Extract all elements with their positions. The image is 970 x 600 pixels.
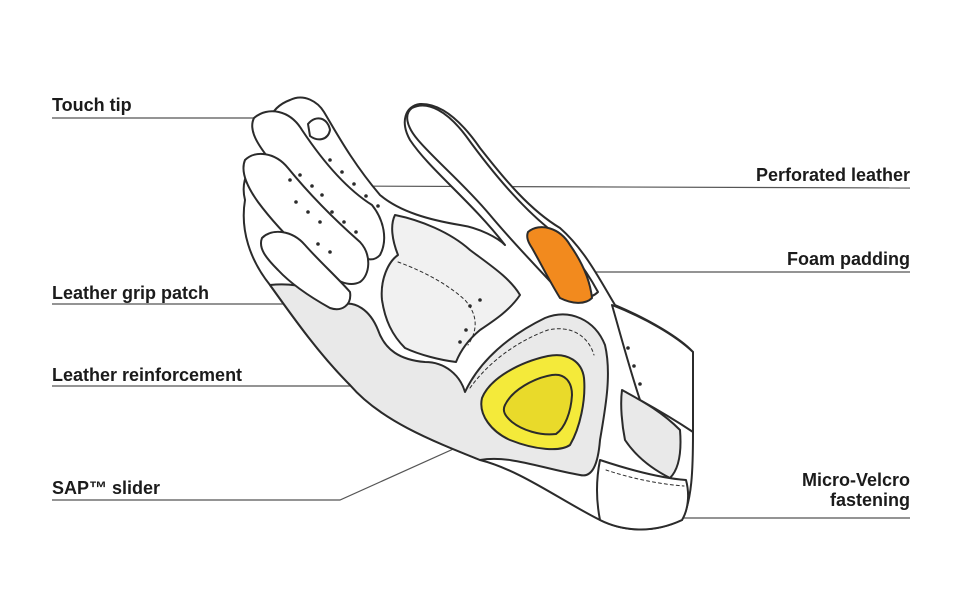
- perforation: [328, 250, 332, 254]
- foam-padding: [526, 226, 593, 304]
- label-micro-velcro-line2: fastening: [829, 490, 910, 510]
- perforation: [352, 182, 356, 186]
- seam-palm: [397, 261, 476, 346]
- touch-tip: [307, 117, 331, 141]
- perforation: [342, 220, 346, 224]
- perforation: [318, 220, 322, 224]
- perforation: [632, 364, 636, 368]
- label-foam-padding: Foam padding: [787, 249, 910, 269]
- wrist-cuff: [611, 304, 694, 433]
- label-micro-velcro-line1: Micro-Velcro: [801, 470, 910, 490]
- label-touch-tip: Touch tip: [52, 95, 132, 115]
- label-micro-velcro: Micro-Velcro fastening: [802, 470, 910, 510]
- seam-cuff: [605, 469, 685, 487]
- sap-slider-inner: [502, 373, 573, 436]
- ring-finger: [260, 230, 352, 311]
- label-perforated-leather: Perforated leather: [755, 165, 910, 185]
- perforation: [320, 193, 324, 197]
- perforation: [310, 184, 314, 188]
- leader-sap-slider: [52, 427, 501, 501]
- cuff-band: [596, 459, 690, 531]
- leader-lines: [52, 117, 911, 519]
- perforation: [376, 204, 380, 208]
- perforation: [468, 304, 472, 308]
- perforation: [330, 210, 334, 214]
- perforation: [458, 340, 462, 344]
- perforation: [478, 298, 482, 302]
- label-sap-slider: SAP™ slider: [52, 478, 161, 498]
- perforation: [306, 210, 310, 214]
- perforation: [638, 382, 642, 386]
- perforation: [288, 178, 292, 182]
- perforation: [328, 158, 332, 162]
- middle-finger: [242, 152, 370, 286]
- label-leather-reinforcement: Leather reinforcement: [52, 365, 243, 385]
- perforation: [364, 194, 368, 198]
- seam-reinforcement: [469, 328, 595, 389]
- grip-patch: [380, 214, 521, 363]
- label-leather-grip-patch: Leather grip patch: [52, 283, 210, 303]
- perforation: [464, 328, 468, 332]
- glove: [242, 96, 694, 531]
- perforation: [316, 242, 320, 246]
- perforation: [626, 346, 630, 350]
- perforation: [354, 230, 358, 234]
- perforation: [298, 173, 302, 177]
- leader-perforated-leather: [319, 185, 911, 189]
- perforation: [340, 170, 344, 174]
- perforation: [294, 200, 298, 204]
- perforations: [288, 158, 642, 386]
